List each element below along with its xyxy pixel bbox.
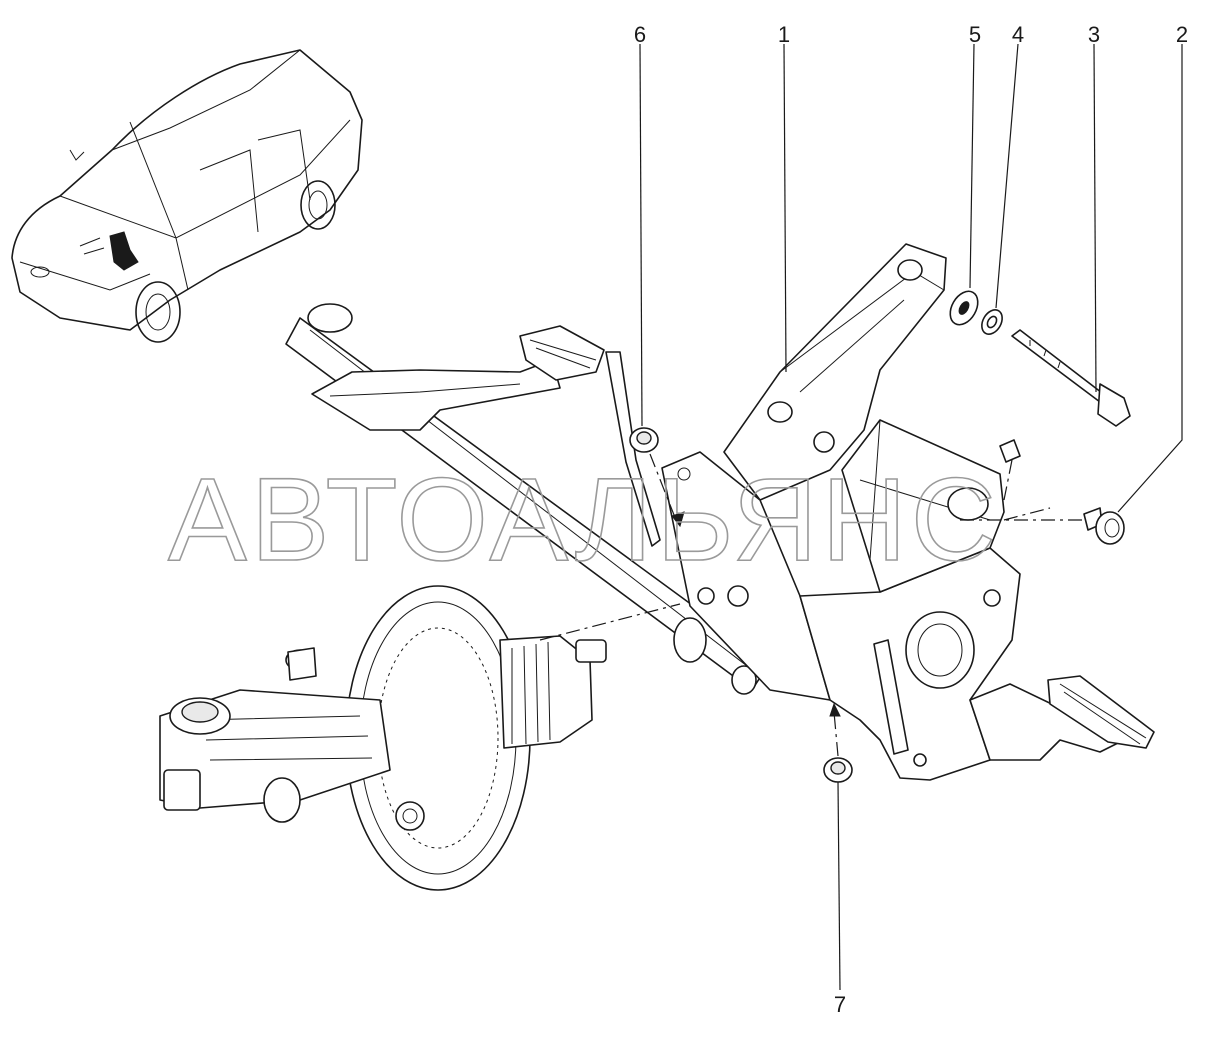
bolt-2 (1083, 507, 1125, 545)
assembly-lines (649, 453, 1084, 757)
callout-2: 2 (1176, 22, 1188, 47)
nut-7 (823, 757, 853, 783)
callout-7: 7 (834, 992, 846, 1017)
callout-6: 6 (634, 22, 646, 47)
leader-lines (639, 43, 1183, 991)
clutch-pedal (311, 325, 661, 547)
bolt-3 (1011, 329, 1131, 427)
brake-pedal (969, 675, 1155, 761)
car-location-thumbnail (11, 49, 363, 343)
watermark: АВТОАЛЬЯНС (168, 454, 1000, 586)
clip-nut (999, 439, 1021, 463)
brake-booster (345, 585, 607, 891)
pedal-bracket (661, 243, 1021, 781)
washer-5 (949, 290, 979, 326)
master-cylinder (159, 647, 391, 823)
nut-6 (629, 427, 659, 453)
callout-3: 3 (1088, 22, 1100, 47)
washer-4 (981, 309, 1003, 335)
callout-1: 1 (778, 22, 790, 47)
callout-4: 4 (1012, 22, 1024, 47)
callout-5: 5 (969, 22, 981, 47)
